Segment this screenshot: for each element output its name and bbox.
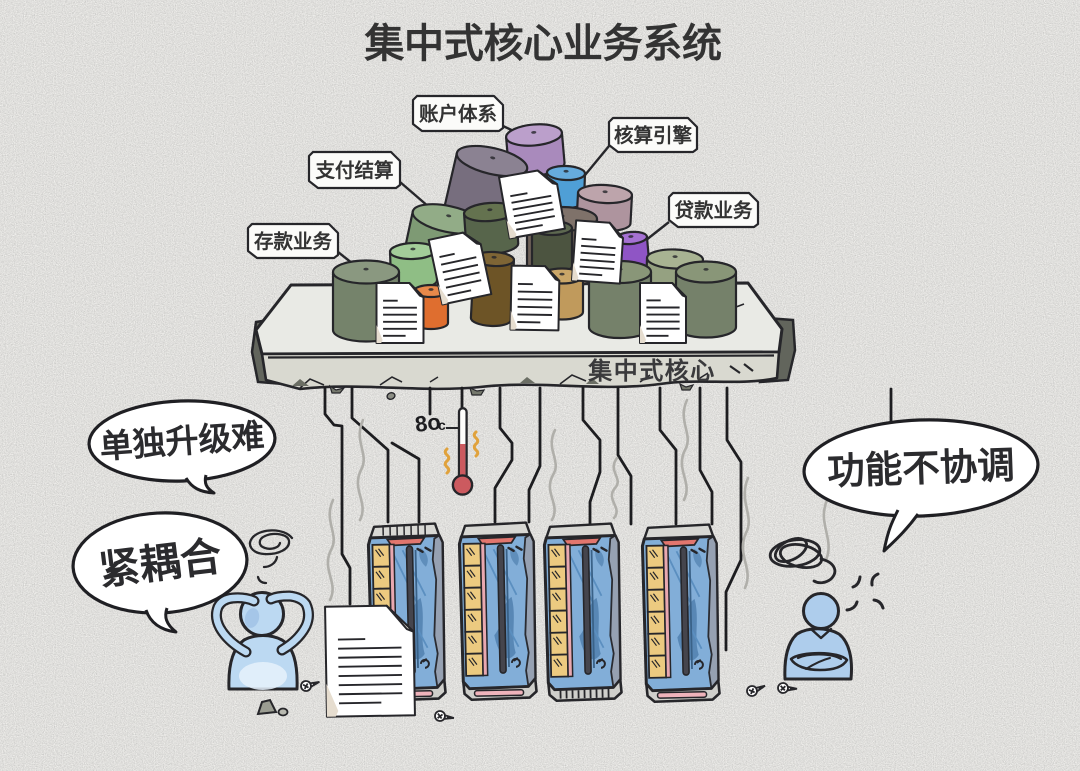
- svg-text:账户体系: 账户体系: [419, 103, 497, 126]
- svg-text:存款业务: 存款业务: [254, 230, 333, 253]
- svg-text:集中式核心业务系统: 集中式核心业务系统: [363, 22, 721, 66]
- svg-text:8o: 8o: [414, 409, 443, 437]
- svg-text:功能不协调: 功能不协调: [827, 444, 1016, 493]
- svg-text:核算引擎: 核算引擎: [614, 124, 693, 147]
- svg-text:支付结算: 支付结算: [314, 159, 393, 182]
- svg-text:c: c: [438, 417, 446, 433]
- svg-text:贷款业务: 贷款业务: [674, 199, 753, 222]
- svg-text:集中式核心: 集中式核心: [587, 357, 716, 385]
